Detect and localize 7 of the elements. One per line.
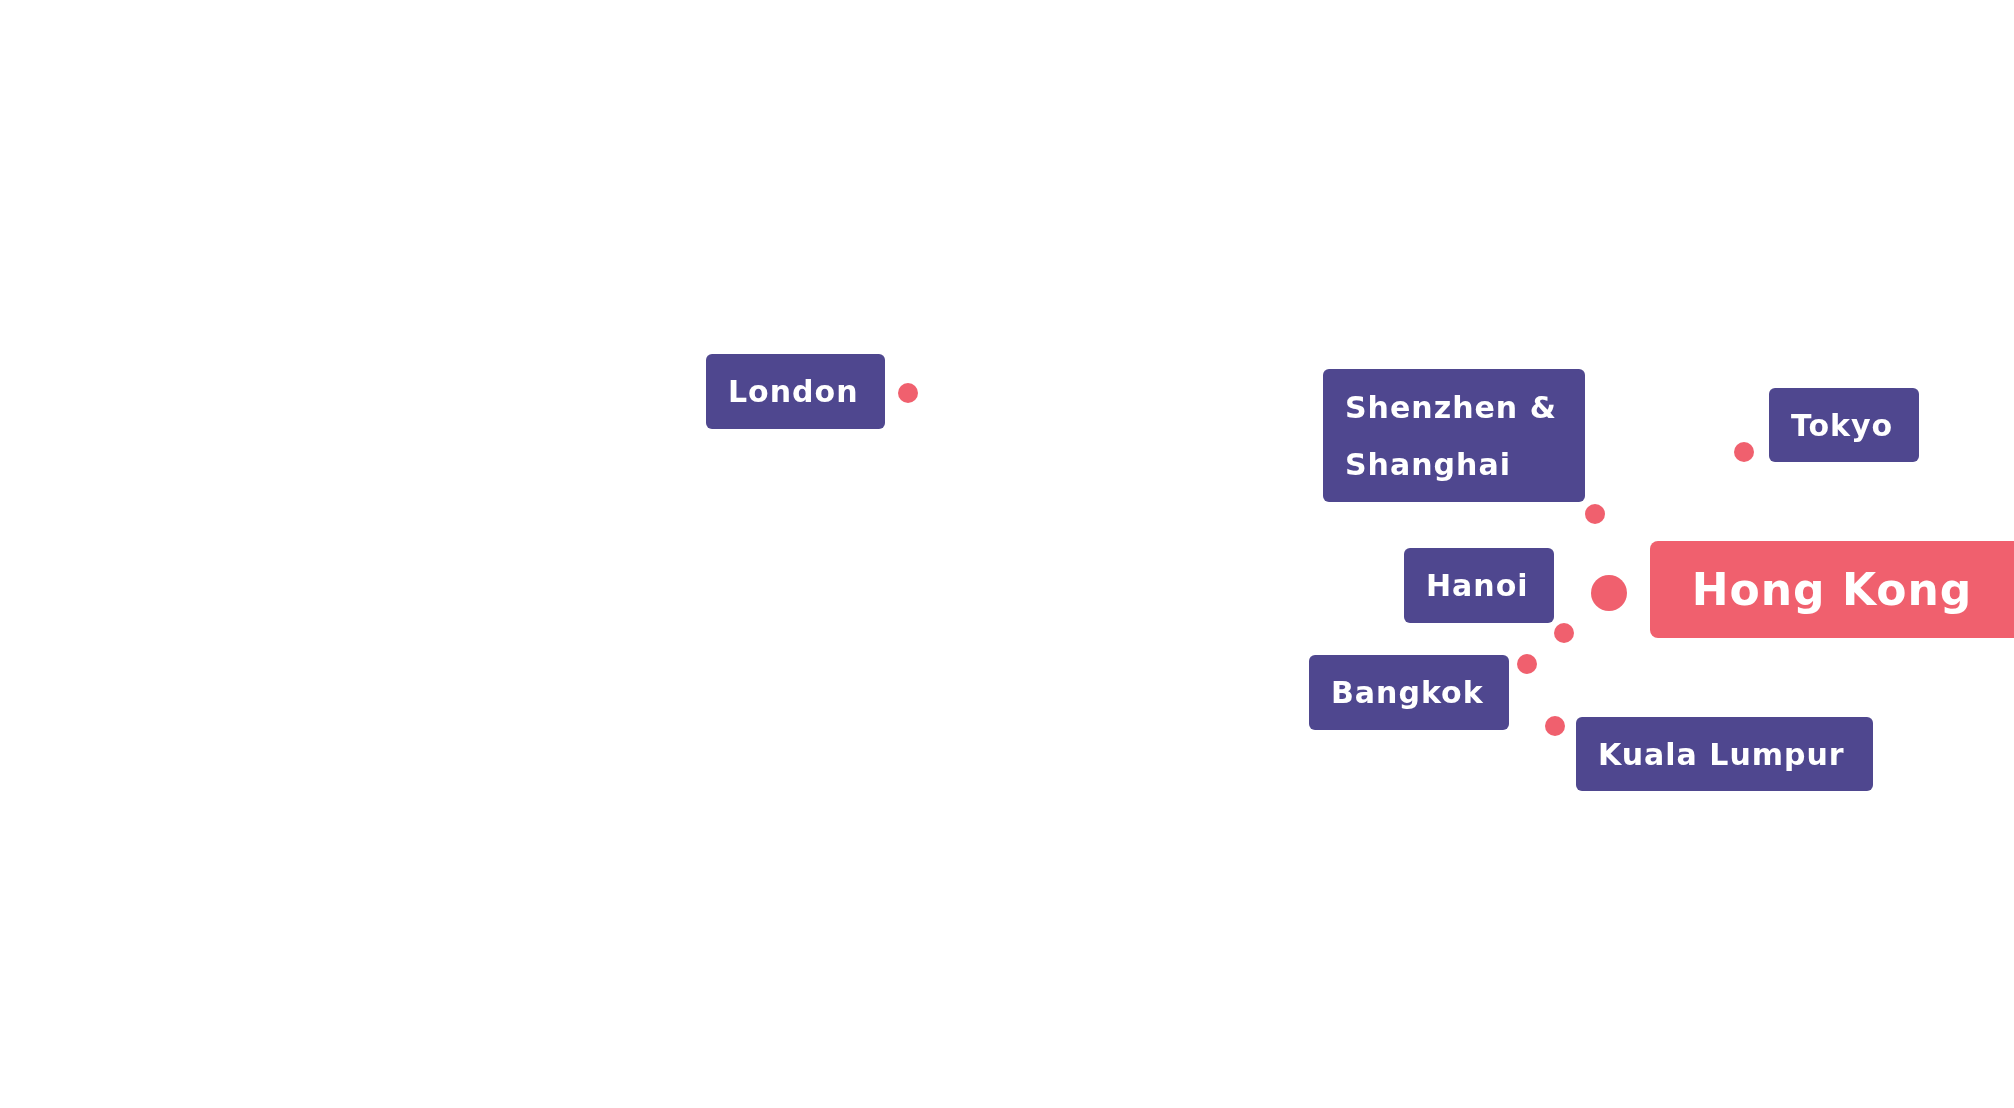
city-label: Kuala Lumpur <box>1576 717 1873 791</box>
city-label: London <box>706 354 885 429</box>
city-label: Bangkok <box>1309 655 1509 730</box>
hub-city-label: Hong Kong <box>1650 541 2014 638</box>
city-label: Hanoi <box>1404 548 1554 623</box>
city-label: Tokyo <box>1769 388 1919 462</box>
city-label: Shenzhen & Shanghai <box>1323 369 1585 502</box>
